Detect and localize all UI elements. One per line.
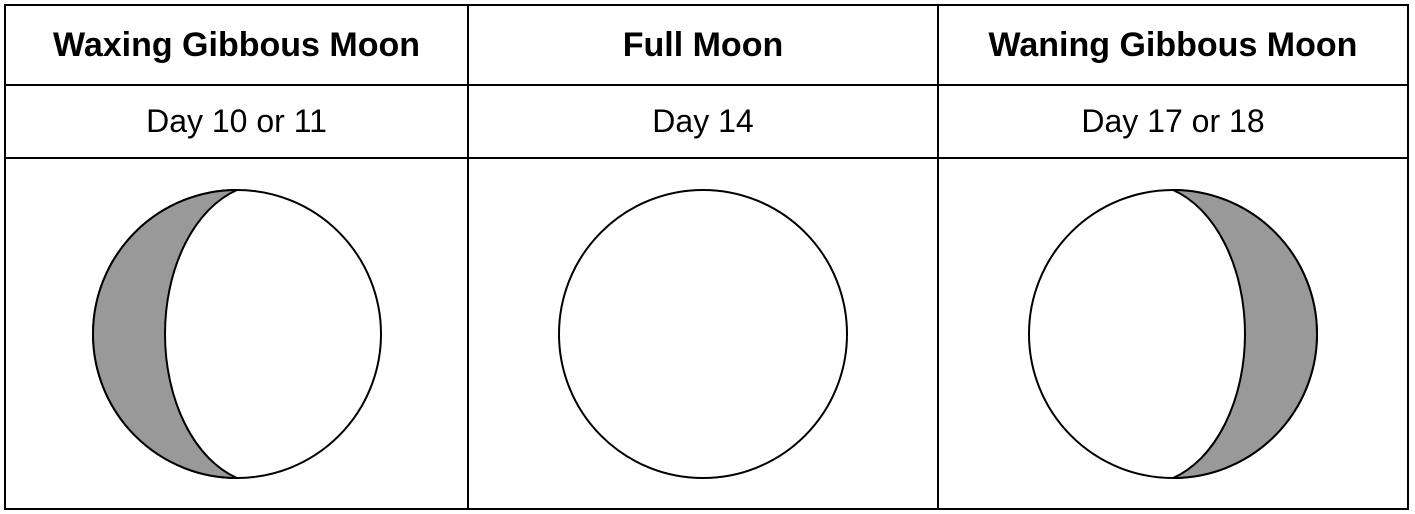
phase-header-waxing-gibbous: Waxing Gibbous Moon: [6, 6, 469, 86]
day-label-full: Day 14: [469, 86, 939, 159]
moon-image-cell-full: [469, 159, 939, 508]
waning-gibbous-moon-icon: [1023, 184, 1323, 484]
moon-image-cell-waning-gibbous: [939, 159, 1407, 508]
phase-header-waning-gibbous: Waning Gibbous Moon: [939, 6, 1407, 86]
day-label-waning-gibbous: Day 17 or 18: [939, 86, 1407, 159]
moon-phase-table: Waxing Gibbous Moon Full Moon Waning Gib…: [4, 4, 1409, 510]
waxing-gibbous-moon-icon: [87, 184, 387, 484]
full-moon-icon: [553, 184, 853, 484]
day-label-waxing-gibbous: Day 10 or 11: [6, 86, 469, 159]
moon-image-cell-waxing-gibbous: [6, 159, 469, 508]
phase-header-full: Full Moon: [469, 6, 939, 86]
